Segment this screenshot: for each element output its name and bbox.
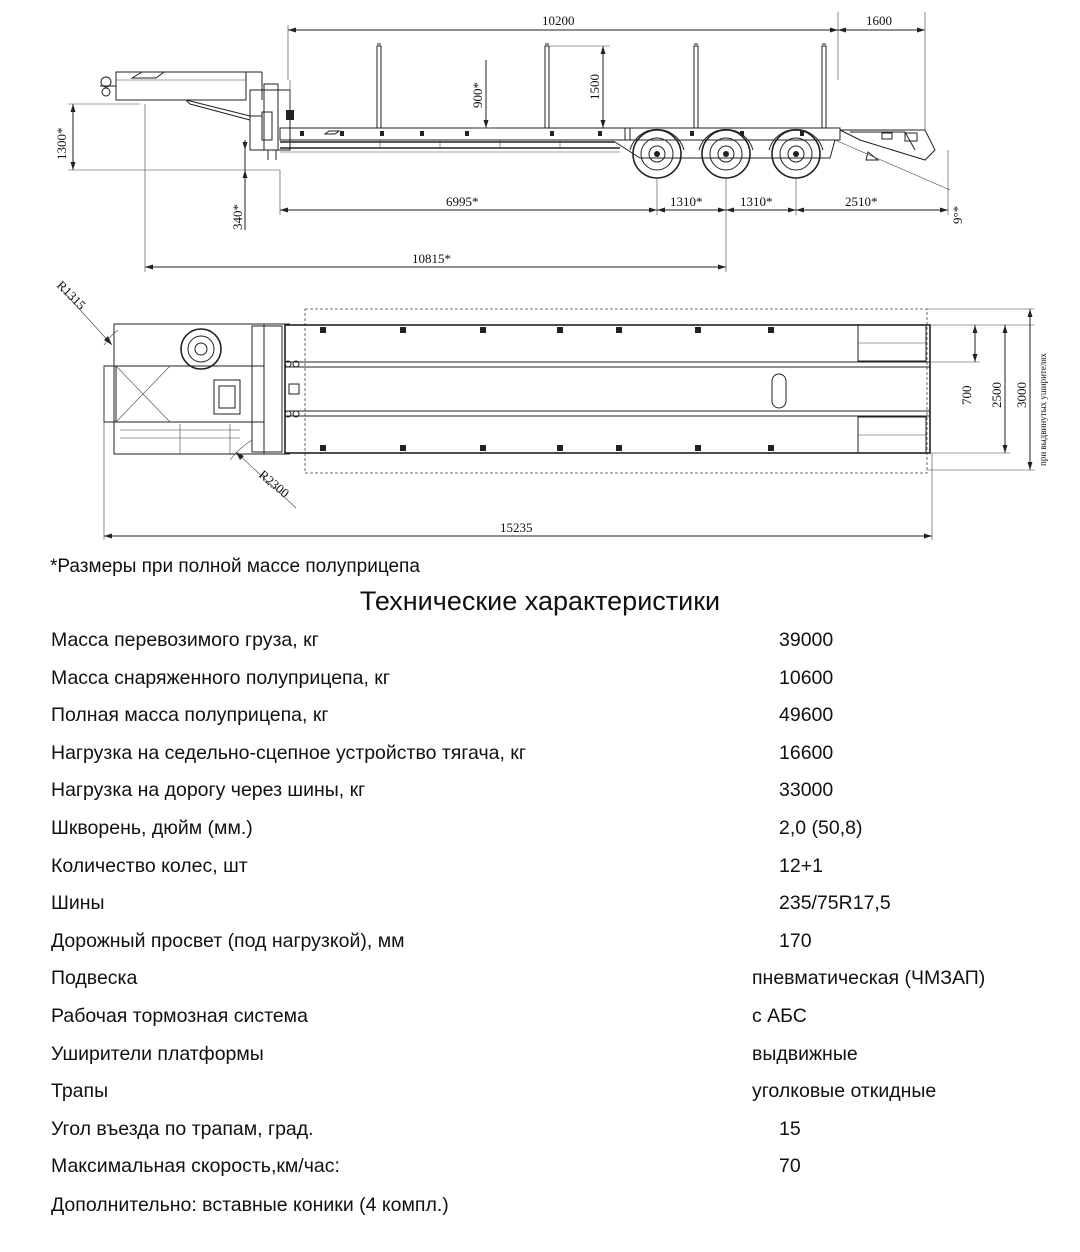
spec-value: 12+1	[779, 854, 823, 877]
dimensions-note: *Размеры при полной массе полуприцепа	[50, 556, 420, 577]
spec-label: Максимальная скорость,км/час:	[51, 1155, 340, 1178]
specs-table: Масса перевозимого груза, кг 39000 Масса …	[0, 623, 1080, 1187]
spec-label: Трапы	[51, 1080, 109, 1103]
spec-value: пневматическая (ЧМЗАП)	[752, 967, 986, 990]
dim-rear-overhang-top: 1600	[866, 13, 892, 28]
specs-title: Технические характеристики	[359, 586, 721, 616]
spec-row: Дорожный просвет (под нагрузкой), мм 170	[0, 924, 1080, 962]
dim-deck-height: 340*	[230, 204, 245, 230]
dim-width-2500: 2500	[989, 382, 1004, 408]
spec-label: Дорожный просвет (под нагрузкой), мм	[51, 929, 405, 952]
spec-row: Максимальная скорость,км/час: 70	[0, 1149, 1080, 1187]
spec-row: Нагрузка на дорогу через шины, кг 33000	[0, 773, 1080, 811]
side-view: 10200 1600 1300* 340*	[54, 12, 965, 272]
spec-row: Уширители платформы выдвижные	[0, 1037, 1080, 1075]
spec-row: Трапы уголковые откидные	[0, 1074, 1080, 1112]
dim-rear-overhang: 2510*	[845, 194, 878, 209]
wheel-axle-2	[698, 128, 754, 179]
dim-swing-radius: R2300	[256, 467, 292, 501]
spec-value: 235/75R17,5	[779, 892, 891, 915]
spec-label: Рабочая тормозная система	[51, 1004, 308, 1027]
spec-value: 49600	[779, 704, 834, 727]
spec-label: Подвеска	[51, 967, 138, 990]
spec-label: Уширители платформы	[51, 1042, 264, 1065]
spec-label: Количество колес, шт	[51, 854, 248, 877]
dim-height-total: 1300*	[54, 128, 69, 161]
dim-stake-1500: 1500	[587, 74, 602, 100]
spec-row: Подвеска пневматическая (ЧМЗАП)	[0, 961, 1080, 999]
spec-value: 70	[779, 1155, 801, 1178]
spec-value: 2,0 (50,8)	[779, 816, 863, 839]
spec-value: уголковые откидные	[752, 1080, 937, 1103]
spec-label: Шкворень, дюйм (мм.)	[51, 816, 253, 839]
dim-deck-length: 6995*	[446, 194, 479, 209]
dim-axle-spacing-1: 1310*	[670, 194, 703, 209]
spec-value: 39000	[779, 629, 834, 651]
spec-label: Угол въезда по трапам, град.	[51, 1117, 314, 1140]
spec-label: Масса перевозимого груза, кг	[51, 629, 319, 651]
spec-value: 33000	[779, 779, 834, 802]
wheel-axle-1	[629, 128, 685, 179]
technical-drawing: 10200 1600 1300* 340*	[54, 12, 1048, 540]
note-extended-wideners: при выдвинутых уширителях	[1038, 353, 1048, 466]
dim-overall-platform: 10200	[542, 13, 575, 28]
spec-row: Масса снаряженного полуприцепа, кг 10600	[0, 661, 1080, 699]
spec-value: 15	[779, 1117, 801, 1140]
dim-axle-spacing-2: 1310*	[740, 194, 773, 209]
spec-value: с АБС	[752, 1004, 807, 1027]
spec-value: 10600	[779, 666, 834, 689]
spec-label: Полная масса полуприцепа, кг	[51, 704, 329, 727]
spec-row: Количество колес, шт 12+1	[0, 849, 1080, 887]
spec-value: 170	[779, 929, 812, 952]
dim-ramp-angle: 9°*	[950, 206, 965, 224]
spec-label: Масса снаряженного полуприцепа, кг	[51, 666, 390, 689]
dim-width-3000: 3000	[1014, 382, 1029, 408]
dim-stake-900: 900*	[470, 82, 485, 108]
spec-value: 16600	[779, 741, 834, 764]
spec-row: Нагрузка на седельно-сцепное устройство …	[0, 736, 1080, 774]
spec-row: Шины 235/75R17,5	[0, 886, 1080, 924]
spec-label: Шины	[51, 892, 105, 915]
spec-label: Нагрузка на дорогу через шины, кг	[51, 779, 366, 802]
spec-row: Шкворень, дюйм (мм.) 2,0 (50,8)	[0, 811, 1080, 849]
spec-row: Полная масса полуприцепа, кг 49600	[0, 698, 1080, 736]
dim-overall-length: 15235	[500, 520, 533, 535]
spec-row: Рабочая тормозная система с АБС	[0, 999, 1080, 1037]
dim-kingpin-to-axle: 10815*	[412, 251, 451, 266]
spec-row: Угол въезда по трапам, град. 15	[0, 1112, 1080, 1150]
dim-width-700: 700	[959, 386, 974, 406]
spec-row: Масса перевозимого груза, кг 39000	[0, 623, 1080, 661]
spec-label: Нагрузка на седельно-сцепное устройство …	[51, 741, 526, 764]
extra-equipment: Дополнительно: вставные коники (4 компл.…	[51, 1194, 449, 1216]
top-view: R1315 R2300 15235 700 2500 3000 при выдв…	[54, 278, 1048, 540]
spec-value: выдвижные	[752, 1042, 858, 1065]
dim-front-radius: R1315	[54, 278, 89, 313]
wheel-axle-3	[768, 128, 824, 179]
